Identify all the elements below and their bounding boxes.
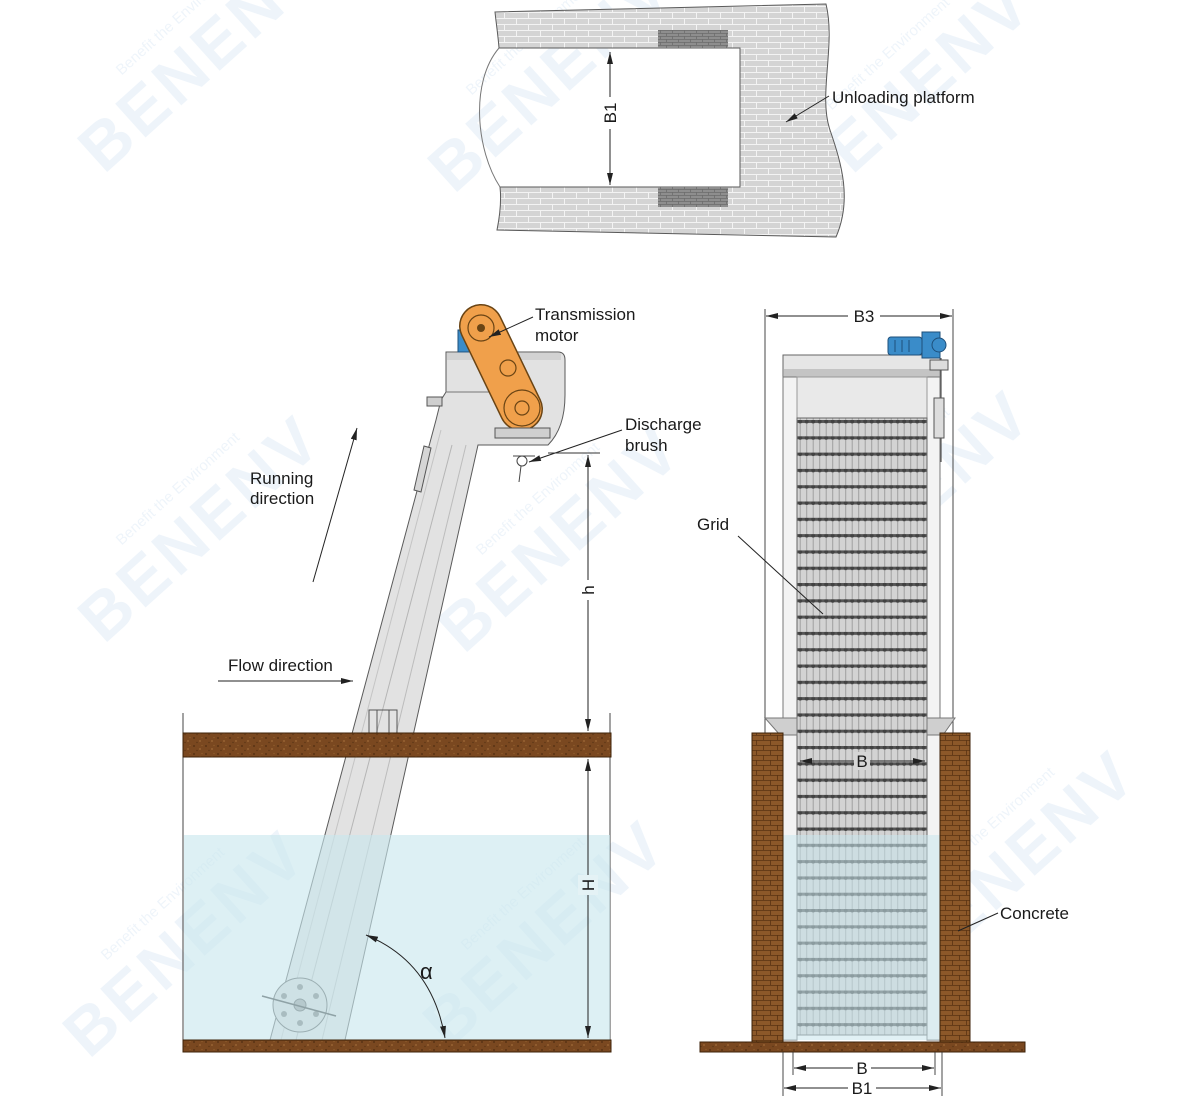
concrete-wall-left: [751, 732, 784, 1043]
drive-gear-top-hub: [477, 324, 485, 332]
angle-arc: [365, 934, 446, 1039]
plan-b1-label-bg: [601, 97, 619, 129]
watermark-group: BENENV Benefit the Environment: [64, 400, 336, 655]
front-support-left: [763, 717, 798, 736]
flow-label: Flow direction: [228, 656, 333, 675]
plan-channel-walls: [494, 3, 845, 238]
drive-gear-bottom-hub: [514, 400, 530, 416]
running-label-line1: Running: [250, 469, 313, 488]
b1-label-bg: [848, 1079, 876, 1097]
brush-label-line1: Discharge: [625, 415, 702, 434]
discharge-brush: [516, 455, 528, 467]
front-view: B3 Grid B Concrete: [697, 305, 1069, 1097]
motor-leader-line: [488, 316, 534, 338]
b3-label-bg: [848, 305, 880, 325]
running-label-line2: direction: [250, 489, 314, 508]
h-label: h: [579, 585, 598, 594]
frame-side-rail: [413, 445, 432, 493]
drive-gear-bottom: [503, 389, 541, 427]
side-water: [184, 835, 610, 1040]
front-base-slab: [699, 1041, 1026, 1053]
drive-gear-mid: [499, 359, 517, 377]
front-tensioner: [933, 397, 945, 439]
plan-b1-label: B1: [601, 103, 620, 124]
watermark-group: BENENV Benefit the Environment: [64, 0, 336, 185]
plan-break-line: [479, 47, 501, 188]
platform-leader-line: [785, 95, 830, 123]
grid-width-label-bg: [854, 752, 870, 770]
watermark-brand: BENENV: [64, 0, 336, 185]
side-bottom-slab: [182, 1039, 612, 1053]
front-head-housing-band: [784, 369, 939, 377]
H-label: H: [579, 879, 598, 891]
grid-width-label: B: [856, 752, 867, 771]
drive-gear-top: [467, 314, 495, 342]
motor-label-line2: motor: [535, 326, 579, 345]
discharge-brush-stem: [518, 465, 522, 483]
bottom-b1-label: B1: [852, 1079, 873, 1097]
plan-slot-lower: [658, 187, 728, 207]
head-side-bracket: [426, 396, 443, 407]
front-water: [783, 835, 940, 1040]
running-direction-arrow: [312, 427, 358, 583]
front-motor-flange: [931, 337, 947, 353]
front-frame-top-panel: [796, 376, 928, 419]
front-motor-body: [887, 336, 923, 356]
plan-slot-upper: [658, 30, 728, 48]
H-label-bg: [578, 875, 598, 895]
drive-base-plate: [494, 427, 551, 439]
concrete-leader-line: [957, 912, 999, 932]
brush-label-line2: brush: [625, 436, 668, 455]
grid-label: Grid: [697, 515, 729, 534]
side-top-slab: [182, 732, 612, 758]
h-label-bg: [578, 580, 598, 600]
b3-label: B3: [854, 307, 875, 326]
front-shaft-bracket: [929, 359, 949, 371]
watermark-brand: BENENV: [64, 400, 336, 655]
side-view: Transmission motor Discharge brush Runni…: [182, 304, 702, 1053]
motor-label-line1: Transmission: [535, 305, 635, 324]
plan-view: B1 Unloading platform: [479, 3, 975, 238]
front-support-right: [926, 717, 956, 736]
bottom-b-label: B: [856, 1059, 867, 1078]
angle-label: α: [420, 959, 433, 984]
brush-leader-line: [528, 429, 623, 463]
grid-leader-line: [737, 535, 824, 615]
concrete-wall-right: [939, 732, 971, 1043]
b-label-bg: [853, 1059, 871, 1077]
platform-label: Unloading platform: [832, 88, 975, 107]
concrete-label: Concrete: [1000, 904, 1069, 923]
